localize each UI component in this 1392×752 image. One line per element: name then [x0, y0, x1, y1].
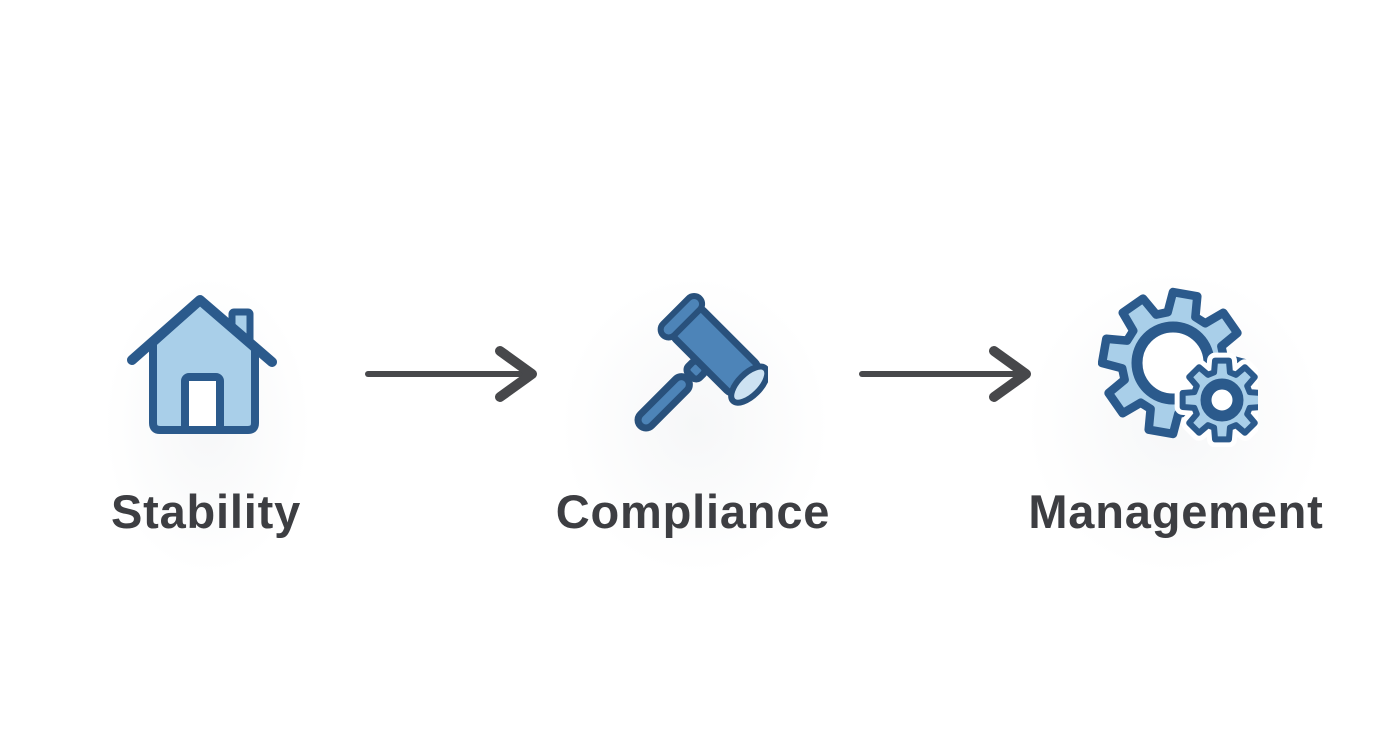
step-label-compliance: Compliance: [555, 485, 831, 538]
gavel-icon: [634, 293, 771, 432]
step-stability-icon-box: [127, 295, 277, 442]
step-compliance-icon-box: [610, 292, 771, 439]
step-management-icon-box: [1098, 287, 1258, 452]
house-icon: [127, 295, 277, 434]
connector-1: [352, 342, 542, 411]
step-label-stability: Stability: [110, 485, 302, 538]
arrow-right-icon: [859, 346, 1031, 402]
step-label-management: Management: [1028, 485, 1324, 538]
gears-icon: [1098, 287, 1258, 447]
connector-2: [846, 342, 1036, 411]
arrow-right-icon: [365, 346, 537, 402]
